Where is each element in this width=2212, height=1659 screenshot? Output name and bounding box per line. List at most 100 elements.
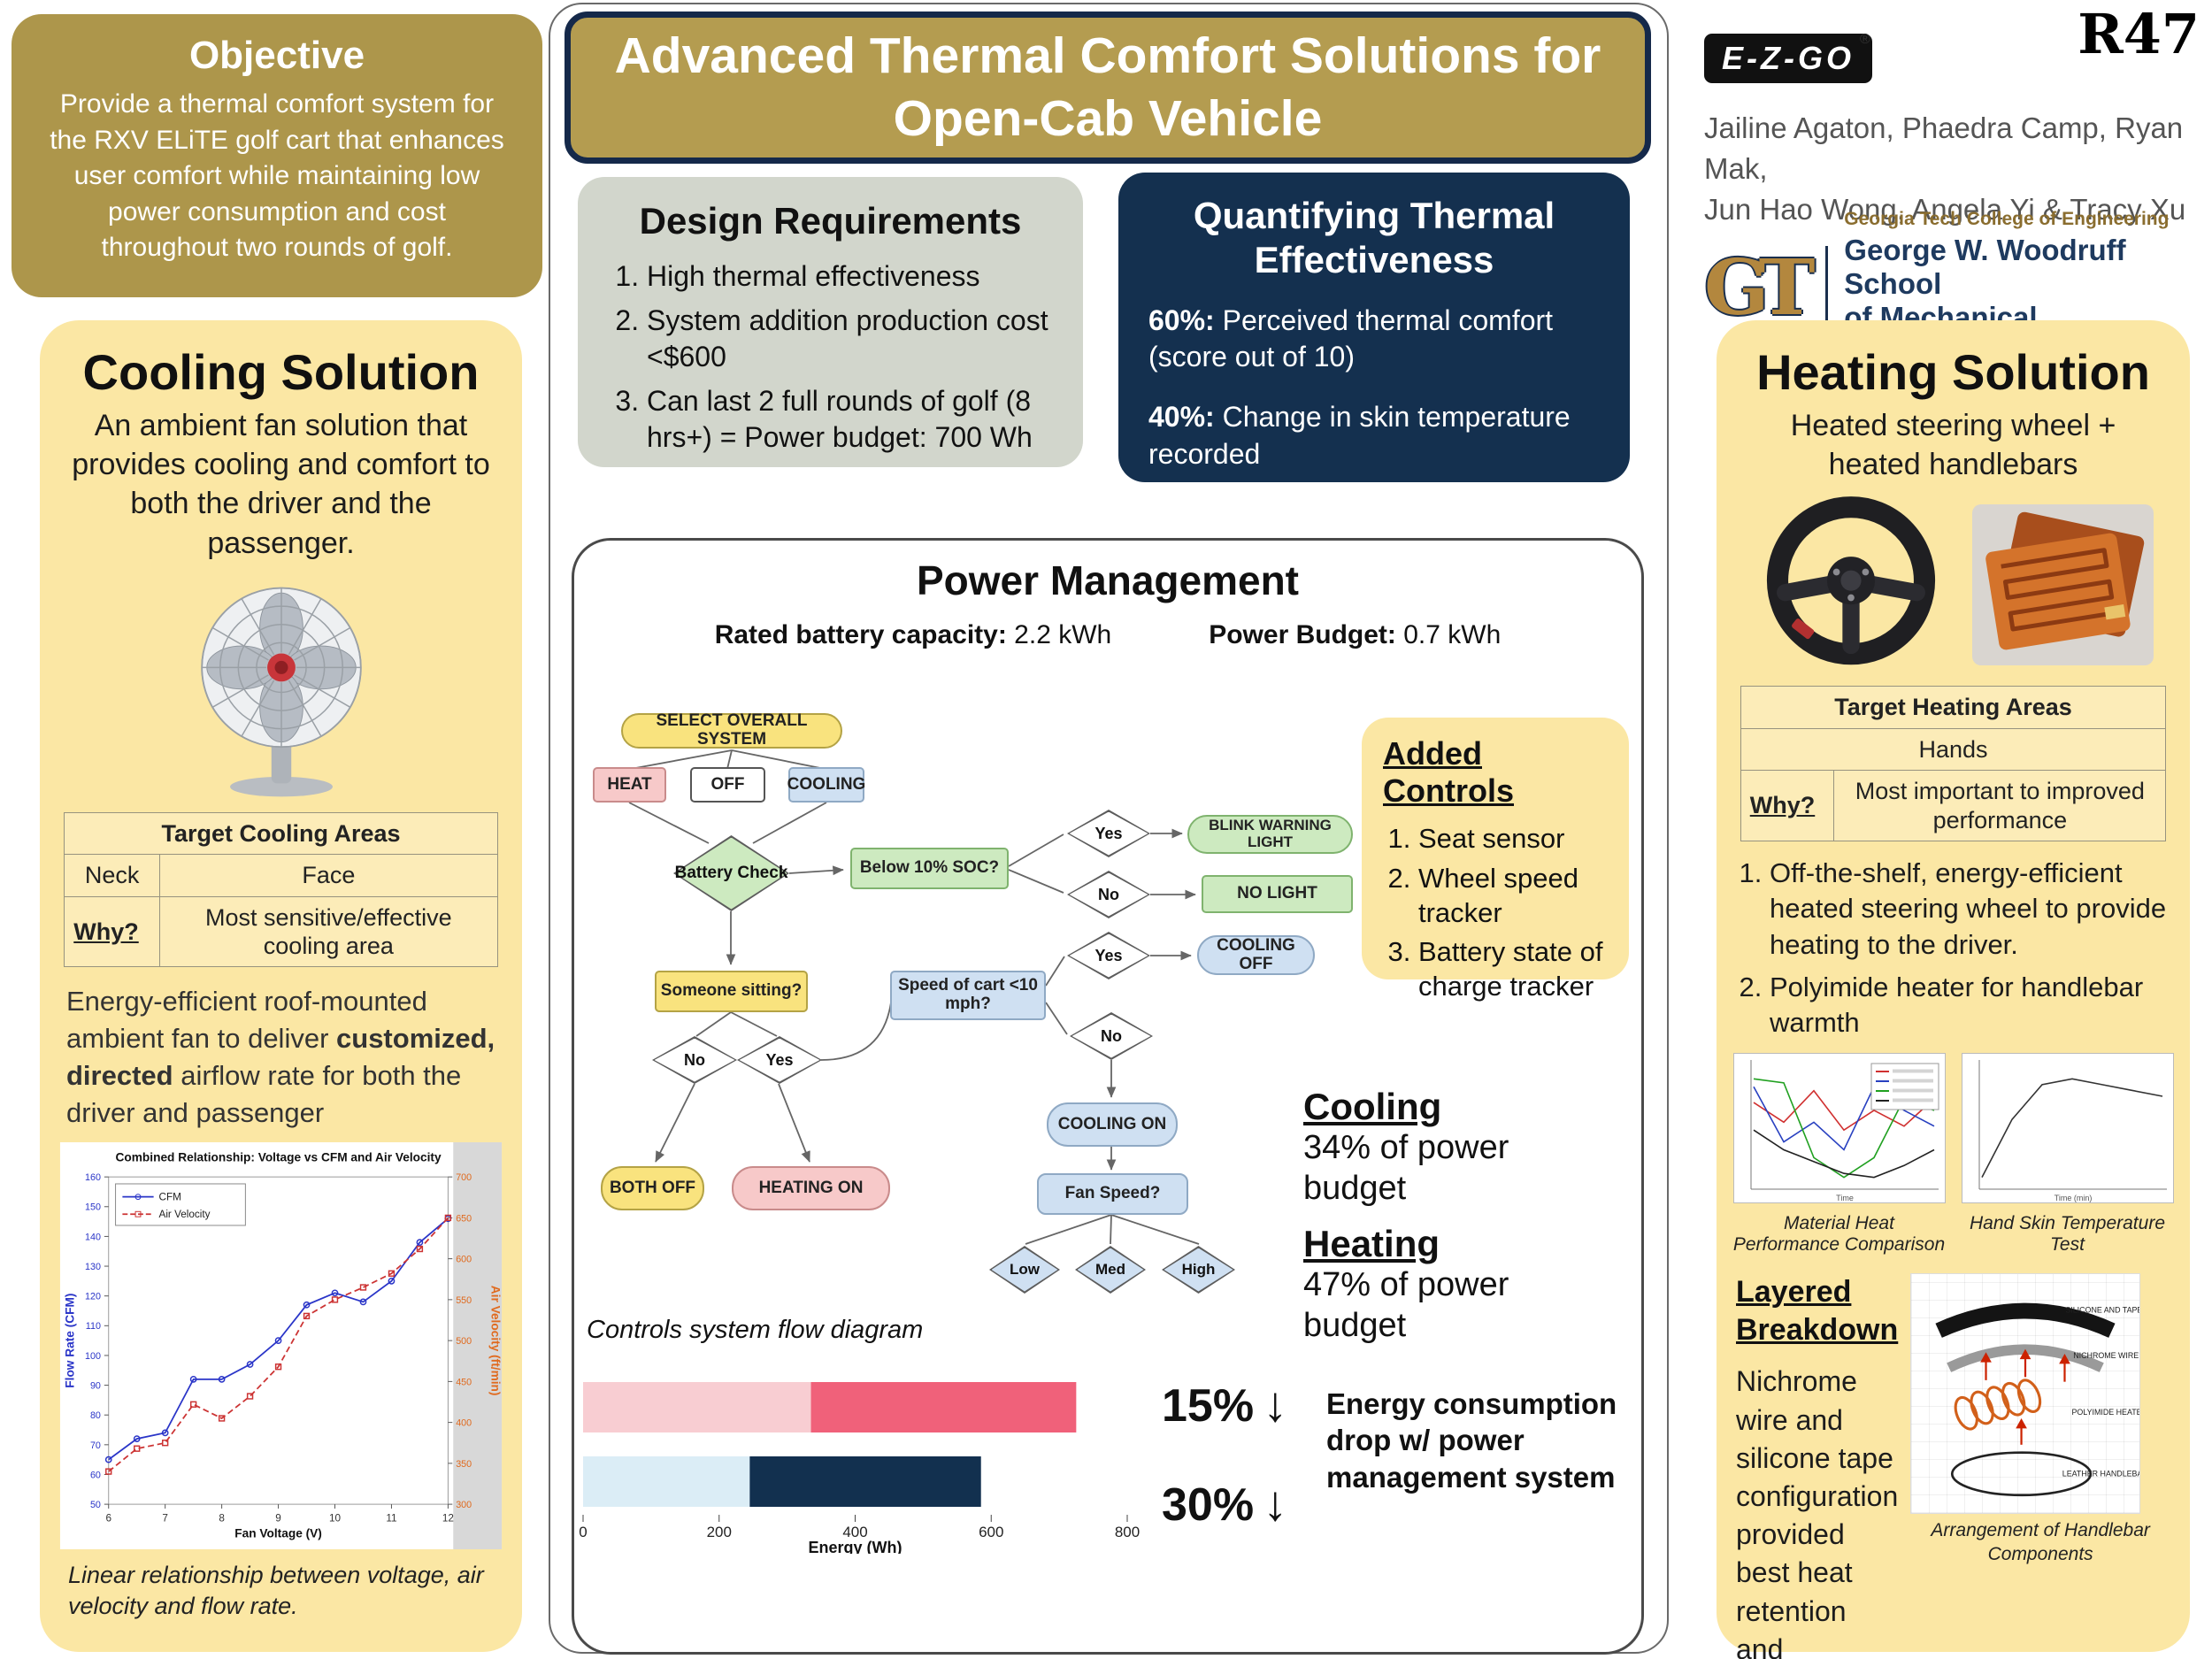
- svg-text:Flow Rate (CFM): Flow Rate (CFM): [64, 1293, 77, 1387]
- svg-text:7: 7: [162, 1512, 168, 1524]
- svg-text:140: 140: [85, 1232, 101, 1242]
- poster-ref-code: R47: [2078, 2, 2200, 66]
- svg-text:NICHROME WIRE: NICHROME WIRE: [2074, 1351, 2139, 1360]
- design-requirements-list: High thermal effectiveness System additi…: [608, 258, 1053, 457]
- svg-text:400: 400: [842, 1524, 867, 1540]
- svg-text:Fan Voltage (V): Fan Voltage (V): [234, 1526, 322, 1540]
- flow-node-speed-check: Speed of cart <10 mph?: [890, 971, 1046, 1020]
- energy-drop-30: 30% ↓: [1162, 1475, 1288, 1532]
- svg-text:60: 60: [90, 1470, 101, 1480]
- gt-college-label: Georgia Tech College of Engineering: [1844, 209, 2170, 229]
- cooling-title: Cooling Solution: [82, 344, 480, 400]
- battery-info: Rated battery capacity: 2.2 kWh Power Bu…: [574, 620, 1641, 650]
- svg-text:120: 120: [85, 1291, 101, 1302]
- fan-cage: [200, 587, 362, 748]
- flow-node-fan-speed: Fan Speed?: [1037, 1173, 1188, 1215]
- flow-node-battery-check: Battery Check: [673, 835, 789, 911]
- cooling-paragraph: Energy-efficient roof-mounted ambient fa…: [66, 986, 495, 1128]
- battery-capacity: Rated battery capacity: 2.2 kWh: [714, 620, 1112, 649]
- registered-mark: ®: [1860, 32, 1870, 47]
- hand-skin-thumb: Time (min) Hand Skin Temperature Test: [1960, 1053, 2176, 1256]
- energy-drop-description: Energy consumption drop w/ power managem…: [1326, 1387, 1617, 1494]
- design-requirements-title: Design Requirements: [639, 200, 1022, 242]
- handlebar-components-image: SILICONE AND TAPE NICHROME WIRE POLYIMID…: [1910, 1273, 2148, 1515]
- svg-text:150: 150: [85, 1202, 101, 1212]
- svg-text:600: 600: [979, 1524, 1003, 1540]
- objective-title: Objective: [188, 34, 365, 77]
- flow-node-fan-med: Med: [1075, 1246, 1146, 1294]
- flow-node-no-light: NO LIGHT: [1202, 875, 1353, 913]
- cooling-subtitle: An ambient fan solution that provides co…: [72, 409, 490, 560]
- table-why-label: Why?: [1740, 770, 1835, 841]
- svg-text:100: 100: [85, 1351, 101, 1362]
- svg-text:650: 650: [456, 1213, 472, 1224]
- svg-text:80: 80: [90, 1410, 101, 1421]
- flow-node-cooling-off: COOLING OFF: [1197, 935, 1315, 975]
- power-budget: Power Budget: 0.7 kWh: [1209, 620, 1502, 649]
- design-requirement-item: Can last 2 full rounds of golf (8 hrs+) …: [647, 383, 1053, 457]
- heating-point-item: Polyimide heater for handlebar warmth: [1770, 970, 2167, 1041]
- down-arrow-icon: ↓: [1263, 1475, 1288, 1531]
- target-cooling-areas-table: Target Cooling Areas Neck Face Why? Most…: [64, 811, 498, 968]
- design-requirement-item: High thermal effectiveness: [647, 258, 1053, 296]
- cooling-chart-caption: Linear relationship between voltage, air…: [68, 1561, 484, 1619]
- svg-text:110: 110: [86, 1321, 101, 1332]
- svg-text:450: 450: [456, 1377, 472, 1387]
- table-why-text: Most important to improved performance: [1833, 770, 2167, 841]
- svg-text:200: 200: [707, 1524, 732, 1540]
- svg-text:6: 6: [105, 1512, 111, 1524]
- fan-image: [200, 587, 362, 797]
- svg-text:11: 11: [386, 1512, 396, 1524]
- objective-panel: Objective Provide a thermal comfort syst…: [12, 14, 542, 297]
- material-heat-caption: Material Heat Performance Comparison: [1732, 1213, 1946, 1256]
- heating-subtitle: Heated steering wheel +heated handlebars: [1790, 409, 2116, 482]
- flow-node-no-1: No: [1067, 871, 1150, 918]
- target-heating-areas-table: Target Heating Areas Hands Why? Most imp…: [1740, 686, 2167, 841]
- flow-node-blink-warning: BLINK WARNING LIGHT: [1187, 815, 1353, 854]
- flow-diagram-caption: Controls system flow diagram: [587, 1316, 924, 1344]
- svg-text:Air Velocity (ft/min): Air Velocity (ft/min): [488, 1285, 502, 1395]
- heating-title: Heating Solution: [1756, 344, 2150, 400]
- flow-node-fan-high: High: [1162, 1246, 1235, 1294]
- flow-node-yes-3: Yes: [737, 1036, 822, 1084]
- flow-node-fan-low: Low: [989, 1246, 1060, 1294]
- svg-text:550: 550: [456, 1294, 472, 1305]
- svg-text:LEATHER HANDLEBAR: LEATHER HANDLEBAR: [2062, 1470, 2139, 1479]
- table-why-label: Why?: [64, 895, 160, 968]
- svg-text:700: 700: [456, 1172, 472, 1183]
- material-heat-thumb: Time Material Heat Performance Compariso…: [1732, 1053, 1947, 1256]
- svg-text:POLYIMIDE HEATER: POLYIMIDE HEATER: [2072, 1408, 2140, 1417]
- cooling-share-heading: Cooling: [1303, 1086, 1442, 1127]
- svg-text:Time (min): Time (min): [2054, 1194, 2092, 1202]
- energy-drop-15: 15% ↓: [1162, 1376, 1288, 1432]
- heating-point-item: Off-the-shelf, energy-efficient heated s…: [1770, 856, 2167, 963]
- svg-text:9: 9: [275, 1512, 281, 1524]
- svg-text:90: 90: [90, 1380, 101, 1391]
- svg-text:600: 600: [456, 1254, 472, 1264]
- quantifying-item-1: 60%: Perceived thermal comfort (score ou…: [1148, 303, 1554, 373]
- svg-text:CFM: CFM: [159, 1191, 181, 1202]
- svg-text:130: 130: [85, 1262, 101, 1272]
- svg-text:Air Velocity: Air Velocity: [159, 1209, 211, 1220]
- svg-text:Time: Time: [1836, 1194, 1854, 1202]
- svg-text:50: 50: [90, 1500, 101, 1510]
- flow-node-cooling-on: COOLING ON: [1047, 1102, 1178, 1147]
- flow-node-yes-2: Yes: [1067, 932, 1150, 979]
- flow-node-heating-on: HEATING ON: [732, 1166, 890, 1210]
- svg-text:10: 10: [329, 1512, 342, 1524]
- cooling-share-text: 34% of power budget: [1303, 1129, 1509, 1207]
- quantifying-item-2: 40%: Change in skin temperature recorded: [1148, 400, 1571, 470]
- table-cell: Hands: [1740, 727, 2167, 772]
- svg-text:70: 70: [90, 1440, 101, 1450]
- down-arrow-icon: ↓: [1263, 1376, 1288, 1432]
- svg-text:400: 400: [456, 1417, 472, 1428]
- heater-pad-image: [1972, 503, 2154, 665]
- design-requirement-item: System addition production cost <$600: [647, 303, 1053, 376]
- handlebar-diagram-block: SILICONE AND TAPE NICHROME WIRE POLYIMID…: [1910, 1273, 2170, 1659]
- objective-body: Provide a thermal comfort system for the…: [50, 89, 504, 262]
